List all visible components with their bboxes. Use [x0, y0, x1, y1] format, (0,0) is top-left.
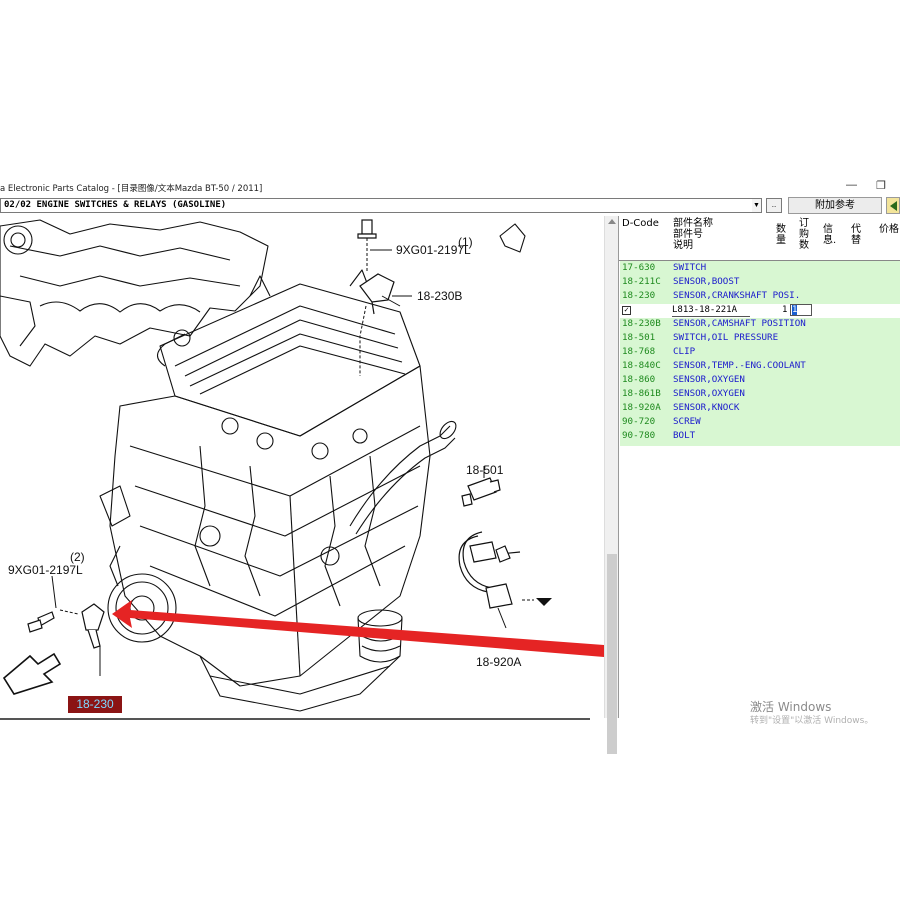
- parts-rows-background: [620, 261, 900, 446]
- row-description: SWITCH,OIL PRESSURE: [673, 332, 779, 343]
- scroll-up-icon[interactable]: [608, 219, 616, 224]
- row-description: SENSOR,CRANKSHAFT POSI.: [673, 290, 801, 301]
- row-dcode: 18-230: [622, 290, 656, 301]
- row-dcode: 90-780: [622, 430, 656, 441]
- oil-pressure-switch-part: [461, 477, 501, 507]
- reference-button[interactable]: 附加参考: [788, 197, 882, 214]
- fwd-arrow-icon: [2, 652, 62, 695]
- section-select[interactable]: 02/02 ENGINE SWITCHES & RELAYS (GASOLINE…: [0, 198, 762, 213]
- browse-button[interactable]: ..: [766, 198, 782, 213]
- part-number: L813-18-221A: [672, 305, 750, 317]
- app-window: a Electronic Parts Catalog - [目录图像/文本Maz…: [0, 178, 900, 754]
- callout-18-501[interactable]: 18-501: [466, 463, 504, 477]
- row-description: SCREW: [673, 416, 701, 427]
- toolbar: 02/02 ENGINE SWITCHES & RELAYS (GASOLINE…: [0, 197, 900, 215]
- parts-table: D-Code 部件名称 部件号 说明 数 量 订 购 数 信 息. 代 替 价格…: [618, 216, 900, 718]
- back-arrow-icon: [890, 201, 897, 211]
- section-select-value: 02/02 ENGINE SWITCHES & RELAYS (GASOLINE…: [4, 200, 227, 210]
- row-description: SENSOR,OXYGEN: [673, 374, 745, 385]
- callout-18-230-highlight[interactable]: 18-230: [68, 696, 122, 713]
- row-description: CLIP: [673, 346, 696, 357]
- order-quantity-value: 1: [792, 305, 798, 315]
- header-order[interactable]: 订 购 数: [799, 218, 809, 251]
- restore-icon[interactable]: ❐: [876, 180, 886, 192]
- header-name[interactable]: 部件名称 部件号 说明: [673, 218, 713, 251]
- diagram-bottom-border: [0, 718, 590, 720]
- callout-1-code[interactable]: 9XG01-2197L: [396, 243, 471, 257]
- selected-part-row[interactable]: ✓ L813-18-221A 1 1: [620, 304, 900, 318]
- callout-18-920a[interactable]: 18-920A: [476, 655, 522, 669]
- row-description: SWITCH: [673, 262, 707, 273]
- window-title: a Electronic Parts Catalog - [目录图像/文本Maz…: [0, 184, 263, 194]
- row-description: SENSOR,BOOST: [673, 276, 740, 287]
- chevron-down-icon[interactable]: ▼: [752, 198, 762, 213]
- header-replace[interactable]: 代 替: [851, 224, 861, 246]
- engine-illustration: [0, 219, 604, 712]
- header-dcode[interactable]: D-Code: [622, 218, 659, 229]
- row-dcode: 18-230B: [622, 318, 661, 329]
- row-description: SENSOR,TEMP.-ENG.COOLANT: [673, 360, 806, 371]
- crank-sensor-part: [27, 603, 105, 649]
- row-dcode: 18-920A: [622, 402, 661, 413]
- row-description: SENSOR,OXYGEN: [673, 388, 745, 399]
- row-description: SENSOR,CAMSHAFT POSITION: [673, 318, 806, 329]
- callout-2-code[interactable]: 9XG01-2197L: [8, 563, 83, 577]
- scrollbar-thumb[interactable]: [607, 554, 617, 754]
- row-dcode: 18-768: [622, 346, 656, 357]
- activation-watermark-hint: 转到"设置"以激活 Windows。: [750, 716, 874, 726]
- parts-table-header: D-Code 部件名称 部件号 说明 数 量 订 购 数 信 息. 代 替 价格: [619, 216, 900, 261]
- row-dcode: 18-861B: [622, 388, 661, 399]
- row-dcode: 18-840C: [622, 360, 661, 371]
- camshaft-sensor-part: [357, 219, 395, 315]
- callout-1-number: (1): [458, 235, 473, 249]
- row-dcode: 18-501: [622, 332, 656, 343]
- knock-sensor-part: [458, 531, 521, 609]
- header-price[interactable]: 价格: [879, 224, 899, 235]
- row-dcode: 18-860: [622, 374, 656, 385]
- annotation-arrow: [112, 600, 604, 657]
- part-quantity: 1: [782, 305, 788, 315]
- diagram-scrollbar[interactable]: [604, 216, 618, 754]
- part-checkbox[interactable]: ✓: [622, 306, 631, 315]
- title-bar: a Electronic Parts Catalog - [目录图像/文本Maz…: [0, 178, 900, 198]
- header-info[interactable]: 信 息.: [823, 224, 837, 246]
- callout-2-number: (2): [70, 550, 85, 564]
- minimize-icon[interactable]: —: [846, 179, 857, 191]
- activation-watermark: 激活 Windows: [750, 700, 832, 714]
- row-dcode: 18-211C: [622, 276, 661, 287]
- row-dcode: 90-720: [622, 416, 656, 427]
- order-quantity-input[interactable]: 1: [790, 304, 812, 316]
- row-description: BOLT: [673, 430, 696, 441]
- engine-diagram: (1) 9XG01-2197L 18-230B 18-501 (2) 9XG01…: [0, 216, 604, 718]
- back-button[interactable]: [886, 197, 900, 214]
- row-dcode: 17-630: [622, 262, 656, 273]
- row-description: SENSOR,KNOCK: [673, 402, 740, 413]
- header-qty[interactable]: 数 量: [776, 224, 786, 246]
- callout-18-230b[interactable]: 18-230B: [417, 289, 463, 303]
